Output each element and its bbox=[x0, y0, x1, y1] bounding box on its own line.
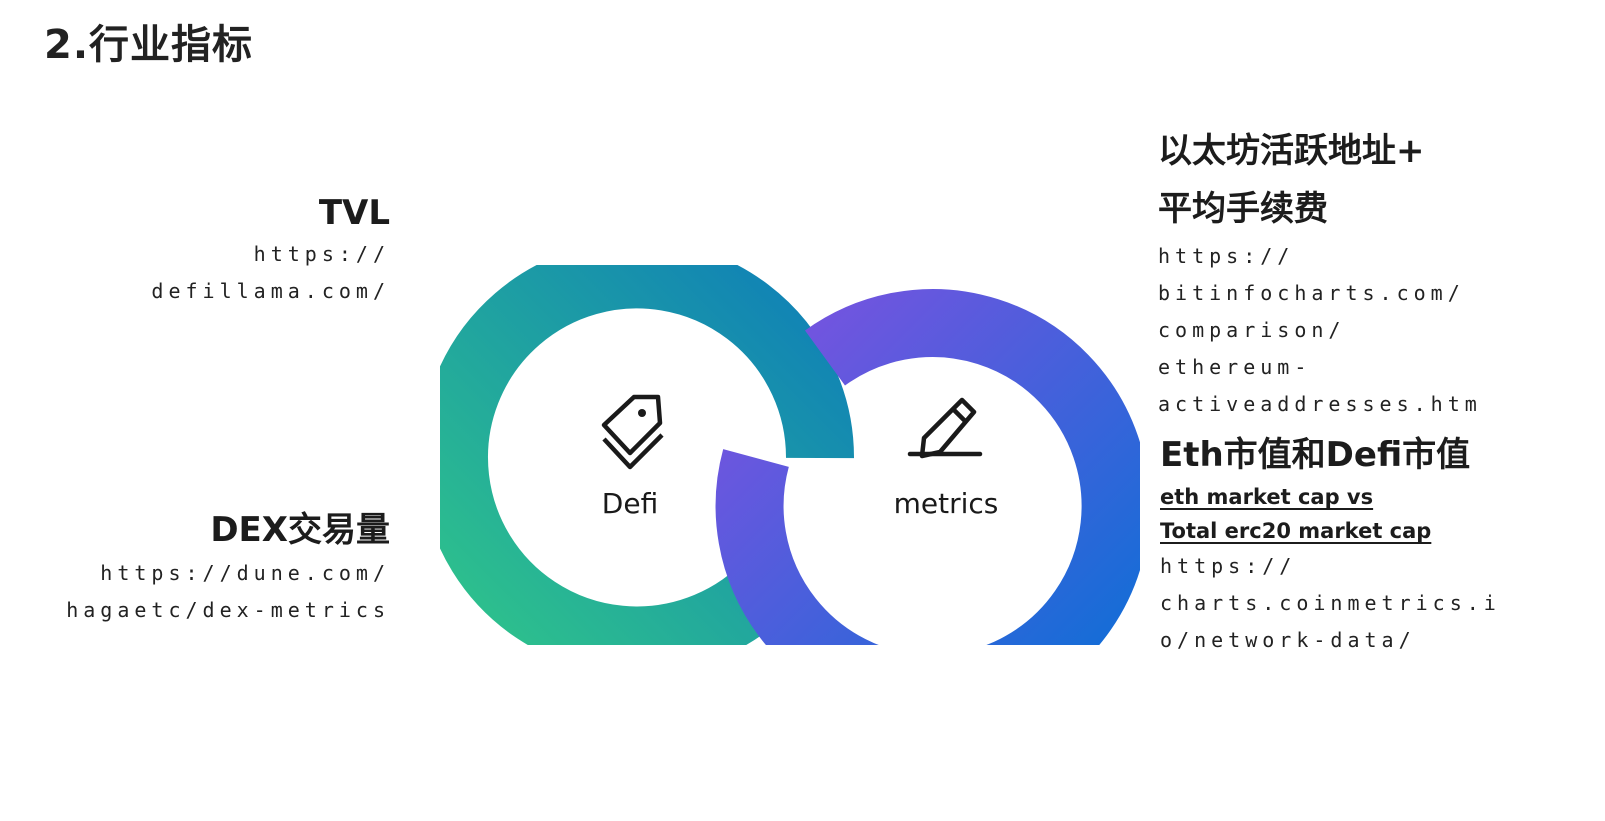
tvl-block: TVL https:// defillama.com/ bbox=[60, 190, 390, 310]
infinity-diagram: Defi metrics 659cfafd4cece_NC bbox=[440, 265, 1140, 645]
market-cap-url-line-3[interactable]: o/network-data/ bbox=[1160, 628, 1416, 652]
dex-heading: DEX交易量 bbox=[210, 510, 390, 550]
eth-addresses-url-line-4[interactable]: ethereum- bbox=[1158, 355, 1312, 379]
pencil-icon bbox=[907, 397, 983, 459]
market-cap-url-line-2[interactable]: charts.coinmetrics.i bbox=[1160, 591, 1501, 615]
tvl-url-line-2[interactable]: defillama.com/ bbox=[151, 279, 390, 303]
market-cap-link-line-2[interactable]: Total erc20 market cap bbox=[1160, 519, 1432, 543]
defi-label: Defi bbox=[602, 487, 658, 520]
eth-addresses-heading-line-2: 平均手续费 bbox=[1158, 189, 1328, 229]
eth-addresses-url-line-5[interactable]: activeaddresses.htm bbox=[1158, 392, 1482, 416]
metrics-label: metrics bbox=[894, 487, 999, 520]
eth-addresses-url-line-3[interactable]: comparison/ bbox=[1158, 318, 1346, 342]
dex-block: DEX交易量 https://dune.com/ hagaetc/dex-met… bbox=[20, 505, 390, 629]
page-title: 2.行业指标 bbox=[44, 22, 254, 68]
market-cap-link-line-1[interactable]: eth market cap vs bbox=[1160, 485, 1374, 509]
eth-addresses-heading-line-1: 以太坊活跃地址+ bbox=[1158, 131, 1425, 171]
eth-addresses-url-line-2[interactable]: bitinfocharts.com/ bbox=[1158, 281, 1465, 305]
market-cap-url-line-1[interactable]: https:// bbox=[1160, 554, 1297, 578]
right-ring-arc bbox=[715, 289, 1140, 645]
dex-url-line-2[interactable]: hagaetc/dex-metrics bbox=[66, 598, 390, 622]
tvl-url-line-1[interactable]: https:// bbox=[253, 242, 390, 266]
left-ring-arc bbox=[440, 265, 855, 645]
market-cap-block: Eth市值和Defi市值 eth market cap vs Total erc… bbox=[1160, 430, 1600, 659]
tag-icon bbox=[601, 394, 664, 470]
tvl-heading: TVL bbox=[318, 193, 390, 233]
eth-addresses-block: 以太坊活跃地址+ 平均手续费 https:// bitinfocharts.co… bbox=[1158, 122, 1598, 423]
market-cap-heading: Eth市值和Defi市值 bbox=[1160, 435, 1471, 475]
watermark-text: 659cfafd4cece_NC bbox=[877, 626, 989, 640]
eth-addresses-url-line-1[interactable]: https:// bbox=[1158, 244, 1295, 268]
dex-url-line-1[interactable]: https://dune.com/ bbox=[100, 561, 390, 585]
